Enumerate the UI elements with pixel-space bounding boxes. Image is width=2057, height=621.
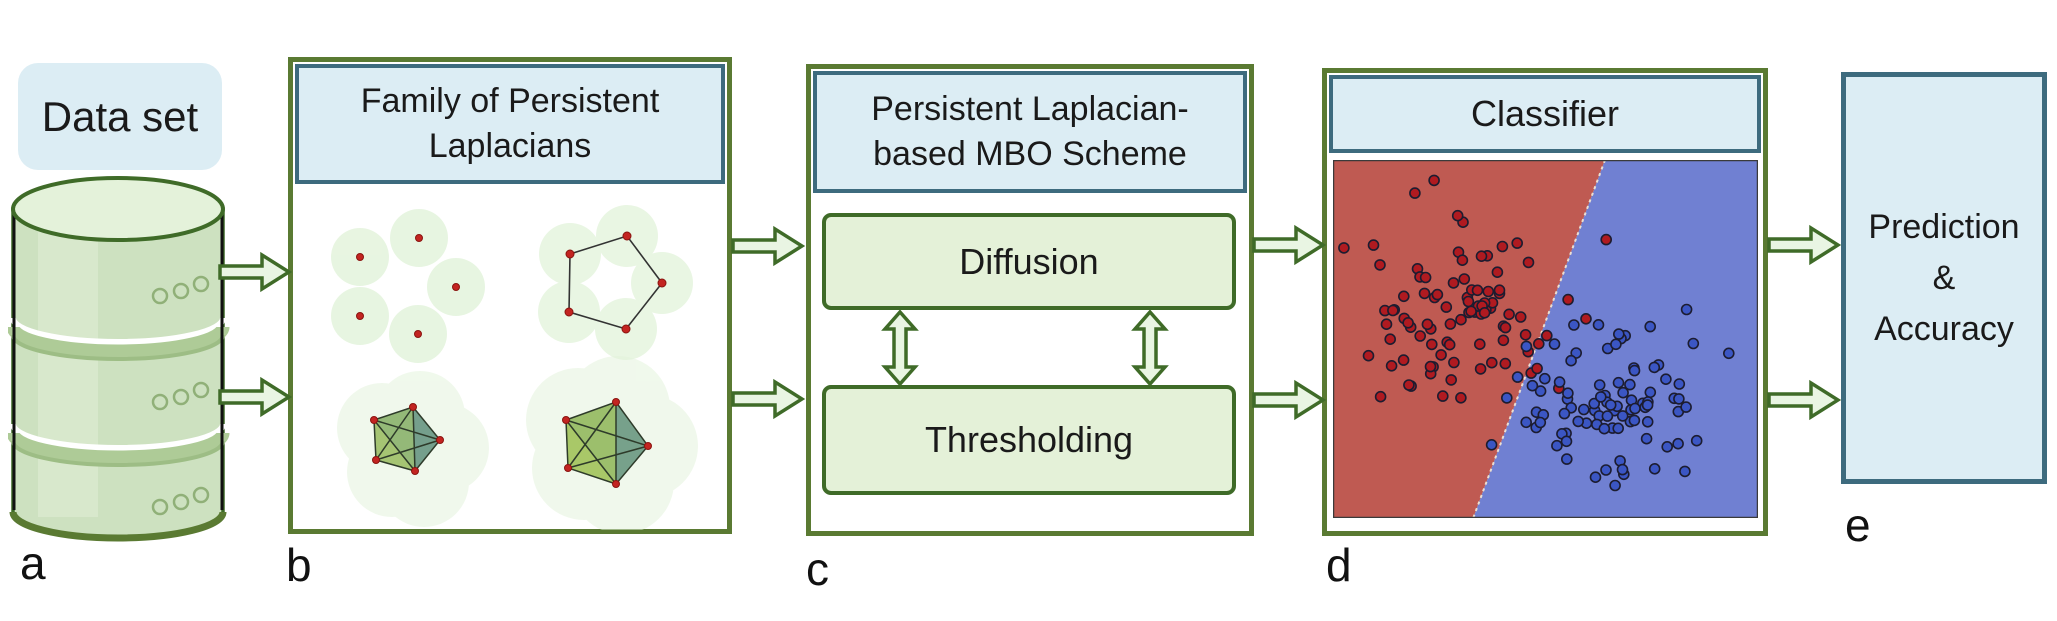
panel-label-c: c bbox=[806, 543, 829, 595]
graph-icon bbox=[538, 205, 693, 360]
diffusion-box: Diffusion bbox=[822, 213, 1236, 310]
arrow-right-icon bbox=[1252, 379, 1326, 421]
arrow-double-vertical-icon bbox=[1131, 310, 1169, 386]
dataset-title-chip: Data set bbox=[18, 63, 222, 170]
simplicial-complex-icon bbox=[337, 371, 489, 527]
arrow-right-icon bbox=[1252, 224, 1326, 266]
point-cloud-icon bbox=[331, 209, 485, 363]
arrow-right-icon bbox=[1767, 379, 1841, 421]
panel-label-a: a bbox=[20, 537, 46, 589]
red-class-region bbox=[1333, 160, 1605, 518]
arrow-double-vertical-icon bbox=[881, 310, 919, 386]
arrow-right-icon bbox=[731, 378, 805, 420]
panel-b-title-line2: Laplacians bbox=[428, 127, 592, 165]
panel-b-title-line1: Family of Persistent bbox=[360, 82, 660, 121]
accuracy-line: Accuracy bbox=[1874, 309, 2014, 348]
arrow-right-icon bbox=[218, 251, 292, 293]
database-icon bbox=[8, 176, 230, 542]
scatter-dots bbox=[1338, 174, 1735, 492]
panel-mbo-scheme: Persistent Laplacian- based MBO Scheme D… bbox=[806, 64, 1254, 536]
simplicial-complex-large-icon bbox=[526, 356, 698, 530]
prediction-accuracy-box: Prediction & Accuracy bbox=[1841, 72, 2047, 484]
ampersand-line: & bbox=[1932, 258, 1956, 297]
panel-b-header: Family of Persistent Laplacians bbox=[295, 64, 725, 184]
panel-label-d: d bbox=[1326, 539, 1352, 591]
arrow-right-icon bbox=[218, 376, 292, 418]
persistent-laplacian-illustrations bbox=[331, 205, 698, 530]
thresholding-box: Thresholding bbox=[822, 385, 1236, 495]
prediction-line: Prediction bbox=[1868, 207, 2020, 246]
thresholding-label: Thresholding bbox=[924, 419, 1134, 460]
classifier-title: Classifier bbox=[1470, 93, 1620, 135]
arrow-right-icon bbox=[1767, 224, 1841, 266]
arrow-right-icon bbox=[731, 225, 805, 267]
panel-c-title-line2: based MBO Scheme bbox=[873, 135, 1187, 173]
panel-classifier: Classifier bbox=[1322, 68, 1768, 536]
panel-c-header: Persistent Laplacian- based MBO Scheme bbox=[813, 71, 1247, 193]
panel-c-title-line1: Persistent Laplacian- bbox=[871, 90, 1189, 129]
panel-label-e: e bbox=[1845, 499, 1871, 551]
database-rivets bbox=[151, 275, 210, 516]
panel-d-header: Classifier bbox=[1329, 75, 1761, 153]
diffusion-label: Diffusion bbox=[959, 240, 1099, 282]
dataset-title: Data set bbox=[41, 92, 199, 140]
panel-label-b: b bbox=[286, 539, 312, 591]
classifier-scatter-plot bbox=[1333, 160, 1758, 518]
